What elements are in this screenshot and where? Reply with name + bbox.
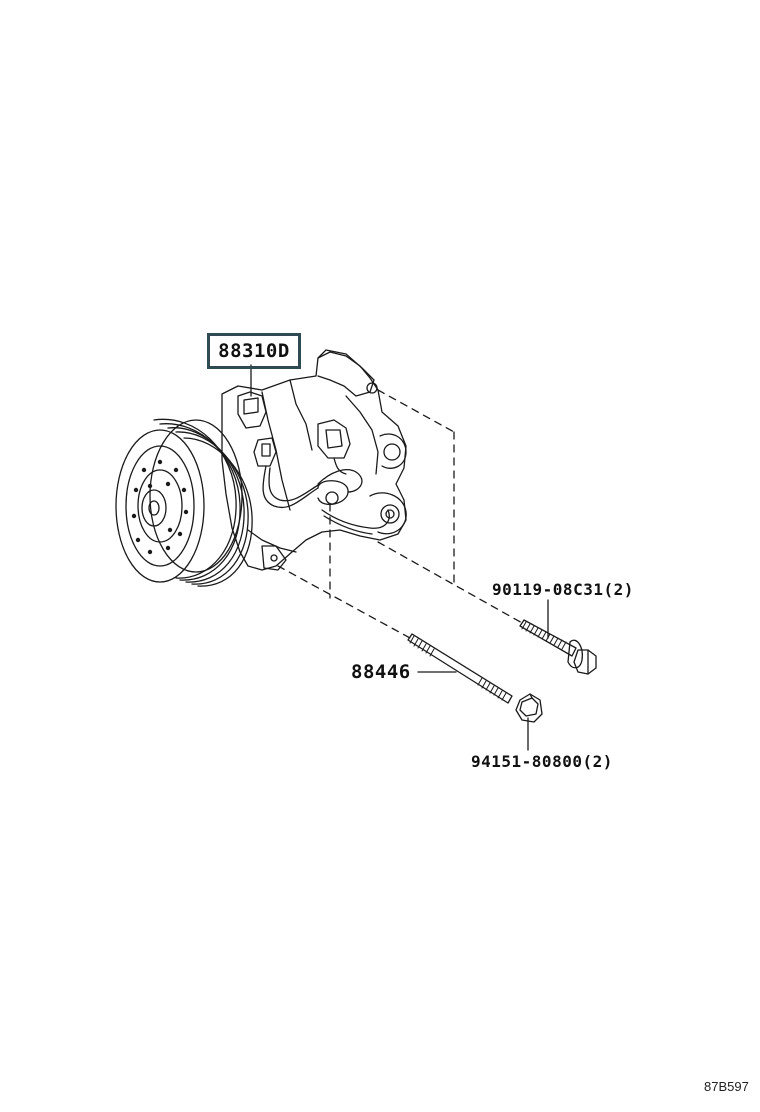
dash-stud-path (277, 565, 411, 639)
assembly-dashed-lines (277, 389, 525, 639)
part-label-stud-bolt[interactable]: 88446 (351, 661, 411, 683)
stud-shank (407, 633, 513, 704)
illustration-code: 87B597 (704, 1079, 749, 1094)
connector-block-detail (325, 429, 343, 449)
stud-threads-upper (409, 635, 435, 657)
bolt-flange (567, 639, 583, 669)
rear-flange (369, 492, 407, 535)
rear-boss-hole (383, 443, 401, 461)
pulley-front-face (115, 429, 205, 583)
part-label-compressor[interactable]: 88310D (207, 333, 301, 369)
pulley-groove-5 (183, 437, 253, 587)
part-number: 90119-08C31 (492, 580, 604, 599)
part-quantity: (2) (603, 580, 634, 599)
wire-harness-2 (268, 467, 321, 502)
nut-edge (529, 693, 533, 699)
lower-foot (261, 545, 287, 571)
wire-harness-4 (321, 509, 390, 529)
clutch-pulley-drawing (115, 418, 253, 587)
flange-bolt-drawing[interactable] (519, 619, 597, 675)
center-mount-hole (325, 491, 339, 505)
dash-upper-horizontal (377, 389, 455, 433)
stud-bolt-drawing[interactable] (407, 633, 513, 704)
part-number: 94151-80800 (471, 752, 583, 771)
body-seam-3 (247, 529, 297, 553)
lower-foot-hole (270, 554, 278, 562)
part-label-hex-nut[interactable]: 94151-80800(2) (471, 752, 613, 771)
upper-mounting-ear (317, 349, 375, 397)
hex-nut-drawing[interactable] (515, 693, 543, 723)
connector-plug-tip (261, 443, 271, 457)
pulley-groove-1 (153, 418, 237, 579)
part-label-flange-bolt[interactable]: 90119-08C31(2) (492, 580, 634, 599)
stud-threads-lower (477, 677, 507, 701)
pulley-groove-3 (167, 427, 245, 583)
upper-mount-hole (366, 382, 378, 394)
dash-bolt-path (377, 541, 525, 625)
wire-harness-3 (317, 469, 363, 493)
pulley-groove-4 (175, 431, 249, 585)
wire-harness-1 (262, 465, 319, 509)
nut-face (519, 697, 539, 717)
clutch-hub-ring (137, 469, 183, 543)
pulley-groove-2 (159, 423, 241, 581)
lower-rear-hole-inner (385, 509, 395, 519)
rear-housing-rib (345, 395, 379, 475)
connector-plug (253, 437, 277, 467)
center-boss (317, 480, 349, 506)
connector-top (237, 391, 267, 429)
nut-body (515, 693, 543, 723)
connector-lead (333, 457, 347, 475)
part-quantity: (2) (582, 752, 613, 771)
compressor-housing (221, 351, 407, 571)
clutch-hub-bolt (148, 500, 160, 516)
pulley-front-inner (125, 445, 195, 567)
bolt-head (573, 649, 597, 675)
bolt-shank (519, 619, 577, 657)
body-seam-2 (289, 379, 313, 451)
bolt-threads (521, 621, 567, 650)
rear-boss (379, 433, 407, 469)
leader-lines (250, 364, 549, 751)
clutch-plate-holes (131, 459, 189, 555)
clutch-hub (141, 489, 167, 527)
pulley-back-edge (149, 419, 243, 573)
ac-compressor-drawing[interactable] (221, 349, 407, 571)
connector-top-detail (243, 397, 259, 415)
lower-rear-hole (380, 504, 400, 524)
connector-block (317, 419, 351, 459)
wire-harness-5 (323, 515, 373, 535)
